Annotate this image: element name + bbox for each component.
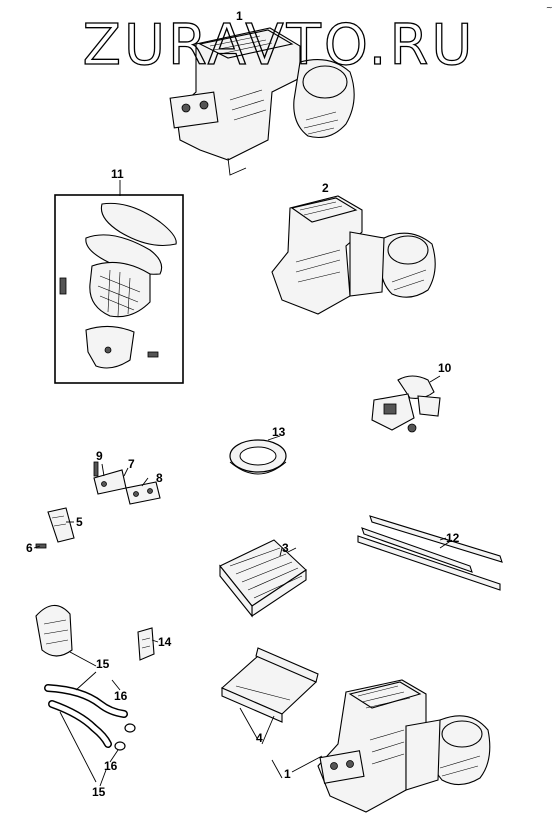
heater-hoses: [44, 684, 136, 751]
callout-13: 13: [272, 425, 286, 439]
callout-15-lower: 15: [92, 785, 106, 799]
callout-5: 5: [76, 515, 83, 529]
callout-1-bottom: 1: [284, 767, 291, 781]
callout-3: 3: [282, 541, 289, 555]
lower-tray: [220, 647, 319, 723]
kit-frame: [54, 194, 184, 384]
callout-16-upper: 16: [114, 689, 128, 703]
heater-housing-2: [271, 195, 436, 315]
heater-core: [219, 539, 307, 618]
clip-14: [137, 627, 155, 661]
sealing-strips: [357, 515, 503, 591]
callout-15-upper: 15: [96, 657, 110, 671]
blower-housing-kit: [54, 194, 184, 384]
seal-ring: [229, 435, 287, 475]
callout-4: 4: [256, 731, 263, 745]
heater-housing-assembly-bottom: [317, 679, 491, 813]
leader-lines: [33, 180, 453, 787]
callout-9: 9: [96, 449, 103, 463]
corner-mark: ~: [546, 3, 553, 12]
callout-2: 2: [322, 181, 329, 195]
callout-10: 10: [438, 361, 452, 375]
callout-12: 12: [446, 531, 460, 545]
callout-11: 11: [111, 167, 124, 181]
callout-6: 6: [26, 541, 33, 555]
callout-1-top: 1: [236, 9, 243, 23]
callout-7: 7: [128, 457, 135, 471]
bracket-parts: [93, 461, 161, 505]
callout-16-lower: 16: [104, 759, 118, 773]
blower-motor-cover: [35, 604, 73, 657]
watermark: ZURAVTO.RU: [83, 13, 476, 78]
callout-8: 8: [156, 471, 163, 485]
heater-housing-assembly-top: [169, 27, 355, 176]
control-valve: [371, 375, 441, 433]
callout-14: 14: [158, 635, 172, 649]
resistor-clip: [35, 507, 75, 549]
